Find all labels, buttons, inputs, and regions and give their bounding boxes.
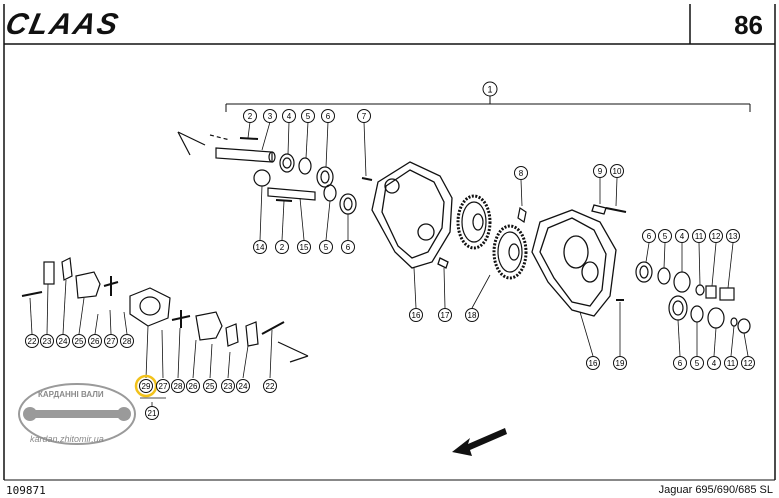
svg-text:14: 14 (256, 243, 265, 252)
svg-text:5: 5 (663, 232, 668, 241)
svg-text:5: 5 (306, 112, 311, 121)
svg-text:8: 8 (519, 169, 524, 178)
svg-text:4: 4 (712, 359, 717, 368)
model-label: Jaguar 695/690/685 SL (658, 484, 773, 496)
direction-arrow-bottom (277, 341, 309, 363)
callouts-top-row: 2 3 4 5 6 7 (243, 109, 371, 123)
svg-text:2: 2 (248, 112, 253, 121)
page-number: 86 (734, 10, 763, 40)
svg-text:17: 17 (441, 311, 450, 320)
group-brace (225, 96, 751, 112)
svg-text:11: 11 (695, 232, 704, 241)
svg-text:4: 4 (287, 112, 292, 121)
watermark-logo: КАРДАННІ ВАЛИ kardan.zhitomir.ua (12, 374, 142, 454)
svg-text:16: 16 (589, 359, 598, 368)
header-frame (3, 4, 776, 481)
callouts-center: 8 9 10 16 17 18 16 19 (409, 164, 627, 370)
svg-text:9: 9 (598, 167, 603, 176)
svg-text:6: 6 (678, 359, 683, 368)
svg-text:28: 28 (174, 382, 183, 391)
svg-text:6: 6 (647, 232, 652, 241)
callouts-right-bottom: 6 5 4 11 12 (673, 356, 755, 370)
orientation-arrow (452, 428, 507, 456)
svg-text:16: 16 (412, 311, 421, 320)
bearing-set-right (635, 261, 751, 334)
gear-wheels (456, 194, 528, 280)
svg-text:10: 10 (613, 167, 622, 176)
svg-text:11: 11 (727, 359, 736, 368)
leader-lines-left (29, 279, 273, 408)
svg-text:18: 18 (468, 311, 477, 320)
callout-1: 1 (482, 81, 498, 97)
svg-text:21: 21 (148, 409, 157, 418)
direction-arrow-top (177, 131, 231, 156)
callouts-right-top: 6 5 4 11 12 13 (642, 229, 740, 243)
svg-text:1: 1 (487, 85, 492, 95)
svg-text:15: 15 (300, 243, 309, 252)
svg-text:29: 29 (142, 382, 151, 391)
universal-joint-parts-left (21, 257, 285, 347)
gear-housing-rear (531, 204, 627, 317)
svg-text:28: 28 (123, 337, 132, 346)
svg-text:2: 2 (280, 243, 285, 252)
callouts-second-row: 14 2 15 5 6 (253, 240, 355, 254)
callouts-bottom-row: 29 27 28 26 25 23 24 22 21 (134, 374, 277, 420)
shaft-parts (215, 137, 373, 215)
svg-text:24: 24 (59, 337, 68, 346)
watermark-url: kardan.zhitomir.ua (30, 434, 104, 444)
svg-text:6: 6 (326, 112, 331, 121)
svg-text:5: 5 (695, 359, 700, 368)
svg-text:25: 25 (206, 382, 215, 391)
svg-text:24: 24 (239, 382, 248, 391)
svg-text:25: 25 (75, 337, 84, 346)
svg-text:23: 23 (224, 382, 233, 391)
svg-text:23: 23 (43, 337, 52, 346)
svg-text:22: 22 (266, 382, 275, 391)
gear-housing-cover (371, 161, 453, 269)
svg-text:26: 26 (189, 382, 198, 391)
driveshaft-icon (18, 383, 136, 445)
leader-lines (247, 121, 749, 357)
svg-text:19: 19 (616, 359, 625, 368)
callouts-left-row: 22 23 24 25 26 27 28 (25, 334, 134, 348)
svg-text:4: 4 (680, 232, 685, 241)
svg-text:26: 26 (91, 337, 100, 346)
svg-text:12: 12 (744, 359, 753, 368)
svg-text:27: 27 (159, 382, 168, 391)
svg-text:3: 3 (268, 112, 273, 121)
svg-text:12: 12 (712, 232, 721, 241)
svg-text:22: 22 (28, 337, 37, 346)
document-id: 109871 (6, 484, 46, 497)
svg-text:13: 13 (729, 232, 738, 241)
svg-text:27: 27 (107, 337, 116, 346)
svg-text:5: 5 (324, 243, 329, 252)
svg-text:6: 6 (346, 243, 351, 252)
svg-text:7: 7 (362, 112, 367, 121)
watermark-top-text: КАРДАННІ ВАЛИ (38, 390, 104, 399)
